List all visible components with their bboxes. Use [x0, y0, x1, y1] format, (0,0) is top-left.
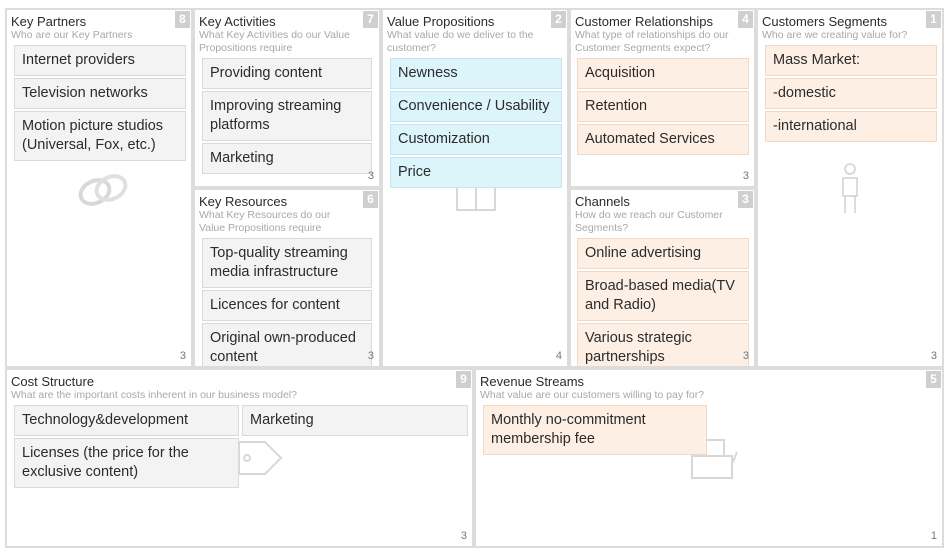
note-online-advertising[interactable]: Online advertising: [577, 238, 749, 269]
key-resources-block: Key Resources What Key Resources do our …: [193, 188, 381, 368]
note-acquisition[interactable]: Acquisition: [577, 58, 749, 89]
block-title: Value Propositions: [387, 14, 495, 29]
note-licenses[interactable]: Licenses (the price for the exclusive co…: [14, 438, 239, 488]
channels-block: Channels How do we reach our Customer Se…: [569, 188, 756, 368]
note-mass-market[interactable]: Mass Market:: [765, 45, 937, 76]
note-count: 1: [930, 530, 937, 542]
note-convenience-usability[interactable]: Convenience / Usability: [390, 91, 562, 122]
block-title: Revenue Streams: [480, 374, 585, 389]
note-international[interactable]: -international: [765, 111, 937, 142]
block-badge: 6: [363, 191, 378, 208]
note-streaming-infrastructure[interactable]: Top-quality streaming media infrastructu…: [202, 238, 372, 288]
note-newness[interactable]: Newness: [390, 58, 562, 89]
note-technology-development[interactable]: Technology&development: [14, 405, 239, 436]
block-subtitle: What type of relationships do our Custom…: [575, 29, 729, 54]
block-badge: 9: [456, 371, 471, 388]
note-count: 3: [742, 350, 749, 362]
note-count: 3: [930, 350, 937, 362]
block-subtitle: What value are our customers willing to …: [480, 389, 705, 401]
customer-segments-block: Customers Segments Who are we creating v…: [756, 8, 944, 368]
block-subtitle: What Key Resources do our Value Proposit…: [199, 209, 331, 234]
note-licences-for-content[interactable]: Licences for content: [202, 290, 372, 321]
note-television-networks[interactable]: Television networks: [14, 78, 186, 109]
value-propositions-block: Value Propositions What value do we deli…: [381, 8, 569, 368]
note-customization[interactable]: Customization: [390, 124, 562, 155]
note-count: 3: [367, 350, 374, 362]
block-badge: 3: [738, 191, 753, 208]
note-strategic-partnerships[interactable]: Various strategic partnerships: [577, 323, 749, 366]
note-marketing[interactable]: Marketing: [242, 405, 468, 436]
note-count: 3: [179, 350, 186, 362]
cost-structure-block: Cost Structure What are the important co…: [5, 368, 474, 548]
block-badge: 7: [363, 11, 378, 28]
note-providing-content[interactable]: Providing content: [202, 58, 372, 89]
block-subtitle: Who are our Key Partners: [11, 29, 133, 41]
note-broad-based-media[interactable]: Broad-based media(TV and Radio): [577, 271, 749, 321]
note-membership-fee[interactable]: Monthly no-commitment membership fee: [483, 405, 707, 455]
block-title: Channels: [575, 194, 630, 209]
price-tag-icon: [238, 441, 283, 475]
block-badge: 2: [551, 11, 566, 28]
block-title: Key Resources: [199, 194, 288, 209]
block-subtitle: What are the important costs inherent in…: [11, 389, 297, 401]
note-internet-providers[interactable]: Internet providers: [14, 45, 186, 76]
key-activities-block: Key Activities What Key Activities do ou…: [193, 8, 381, 188]
block-badge: 8: [175, 11, 190, 28]
chain-links-icon: [78, 174, 128, 206]
block-badge: 4: [738, 11, 753, 28]
note-count: 4: [555, 350, 562, 362]
block-title: Customer Relationships: [575, 14, 714, 29]
note-count: 3: [742, 170, 749, 182]
note-original-content[interactable]: Original own-produced content: [202, 323, 372, 366]
note-improving-streaming[interactable]: Improving streaming platforms: [202, 91, 372, 141]
note-marketing[interactable]: Marketing: [202, 143, 372, 174]
block-badge: 5: [926, 371, 941, 388]
note-price[interactable]: Price: [390, 157, 562, 188]
note-count: 3: [367, 170, 374, 182]
block-title: Key Partners: [11, 14, 87, 29]
block-title: Customers Segments: [762, 14, 887, 29]
block-title: Key Activities: [199, 14, 276, 29]
block-subtitle: What value do we deliver to the customer…: [387, 29, 534, 54]
block-subtitle: Who are we creating value for?: [762, 29, 908, 41]
key-partners-block: Key Partners Who are our Key Partners 8 …: [5, 8, 193, 368]
note-motion-picture-studios[interactable]: Motion picture studios (Universal, Fox, …: [14, 111, 186, 161]
note-count: 3: [460, 530, 467, 542]
person-icon: [842, 163, 858, 213]
note-domestic[interactable]: -domestic: [765, 78, 937, 109]
note-retention[interactable]: Retention: [577, 91, 749, 122]
block-badge: 1: [926, 11, 941, 28]
note-automated-services[interactable]: Automated Services: [577, 124, 749, 155]
customer-relationships-block: Customer Relationships What type of rela…: [569, 8, 756, 188]
block-title: Cost Structure: [11, 374, 95, 389]
revenue-streams-block: Revenue Streams What value are our custo…: [474, 368, 944, 548]
block-subtitle: How do we reach our Customer Segments?: [575, 209, 723, 234]
block-subtitle: What Key Activities do our Value Proposi…: [199, 29, 350, 54]
